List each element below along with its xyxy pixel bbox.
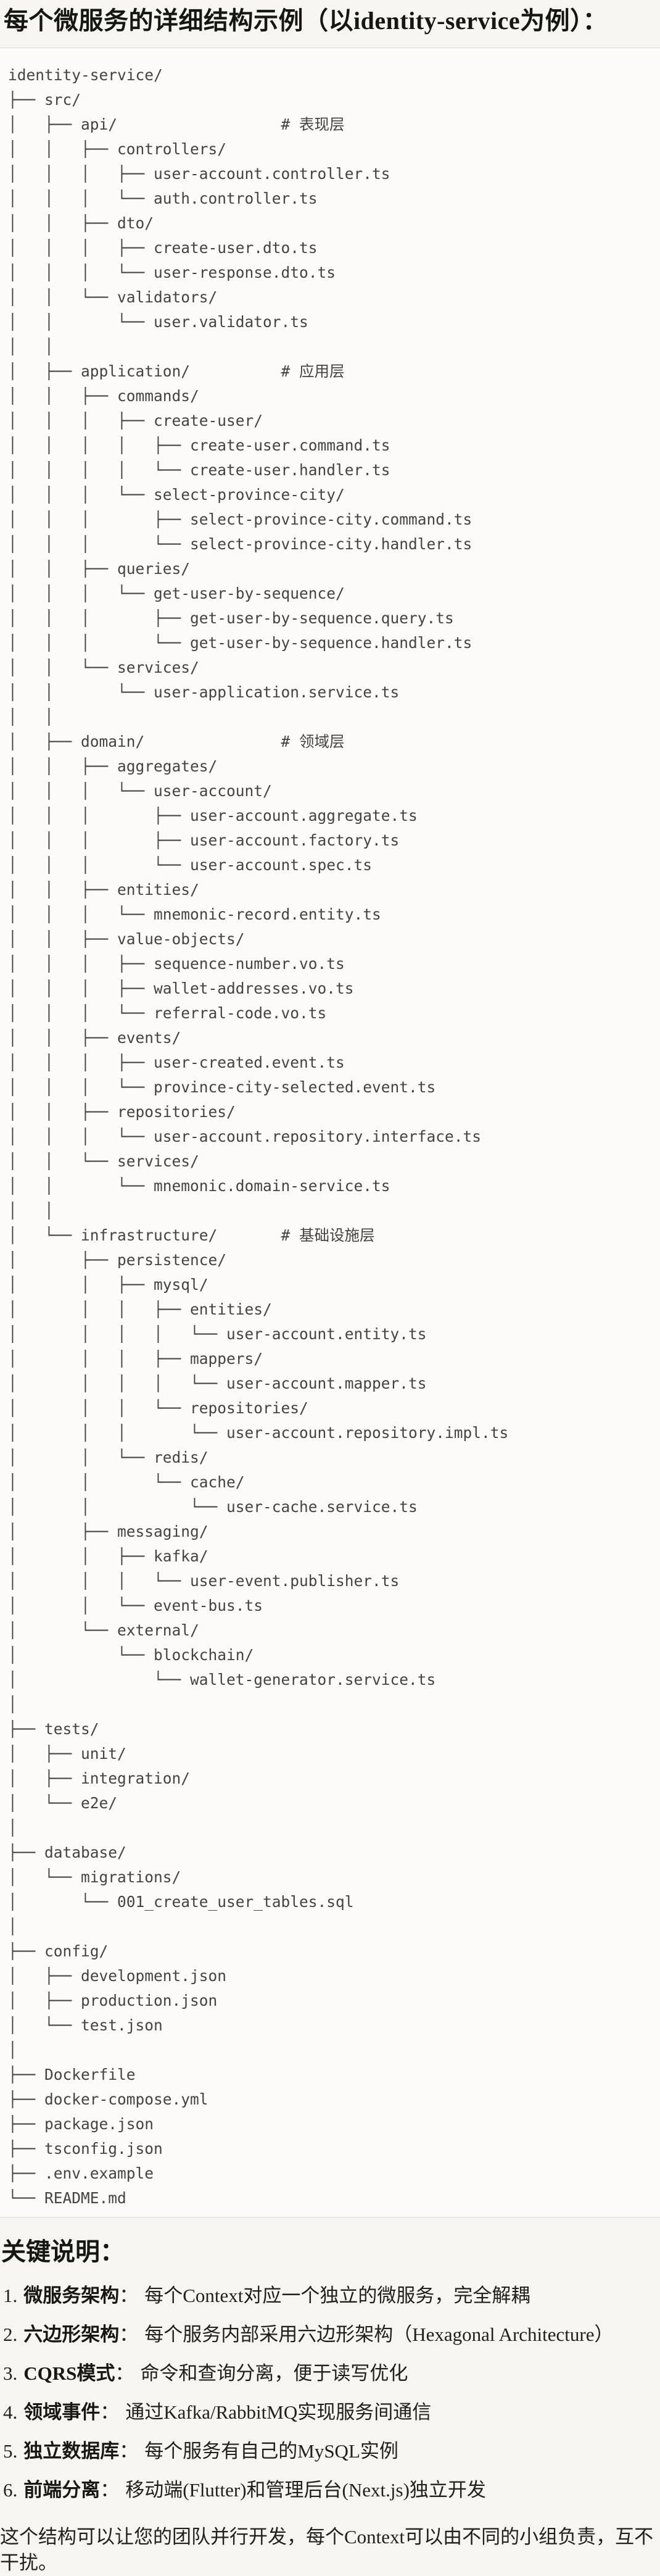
note-label: 前端分离 [23, 2479, 101, 2501]
note-number: 4. [3, 2401, 18, 2423]
note-item: 3.CQRS模式： 命令和查询分离，便于读写优化 [3, 2361, 660, 2387]
notes-heading: 关键说明： [1, 2238, 125, 2266]
note-label: 微服务架构 [23, 2285, 120, 2306]
note-item: 4.领域事件：通过Kafka/RabbitMQ实现服务间通信 [3, 2399, 660, 2425]
note-label: 独立数据库 [23, 2440, 120, 2462]
note-colon: ： [100, 2479, 120, 2501]
note-text: 命令和查询分离，便于读写优化 [140, 2362, 408, 2384]
note-number: 6. [3, 2479, 18, 2501]
note-text: 移动端(Flutter)和管理后台(Next.js)独立开发 [125, 2479, 486, 2501]
note-colon: ： [119, 2324, 139, 2345]
note-item: 2.六边形架构：每个服务内部采用六边形架构（Hexagonal Architec… [3, 2322, 660, 2348]
note-item: 5.独立数据库：每个服务有自己的MySQL实例 [3, 2438, 660, 2464]
note-number: 3. [3, 2362, 18, 2384]
note-number: 1. [3, 2285, 18, 2306]
note-text: 每个服务有自己的MySQL实例 [144, 2440, 398, 2462]
note-colon: ： [115, 2362, 134, 2384]
note-colon: ： [119, 2440, 139, 2462]
note-text: 每个服务内部采用六边形架构（Hexagonal Architecture） [144, 2324, 614, 2345]
closing-note: 这个结构可以让您的团队并行开发，每个Context可以由不同的小组负责，互不干扰… [0, 2526, 654, 2574]
page-title: 每个微服务的详细结构示例（以identity-service为例）： [4, 7, 608, 35]
note-text: 每个Context对应一个独立的微服务，完全解耦 [144, 2285, 530, 2306]
directory-tree: identity-service/ ├── src/ │ ├── api/ # … [8, 66, 509, 2207]
note-colon: ： [119, 2285, 139, 2306]
note-label: 六边形架构 [23, 2324, 120, 2345]
note-label: 领域事件 [23, 2401, 101, 2423]
note-item: 1.微服务架构：每个Context对应一个独立的微服务，完全解耦 [3, 2283, 660, 2309]
note-item: 6.前端分离：移动端(Flutter)和管理后台(Next.js)独立开发 [3, 2477, 660, 2503]
notes-list: 1.微服务架构：每个Context对应一个独立的微服务，完全解耦 2.六边形架构… [0, 2283, 660, 2503]
note-colon: ： [100, 2401, 120, 2423]
note-number: 5. [3, 2440, 18, 2462]
note-number: 2. [3, 2324, 18, 2345]
note-text: 通过Kafka/RabbitMQ实现服务间通信 [125, 2401, 432, 2423]
note-label: CQRS模式 [23, 2362, 115, 2384]
code-block: identity-service/ ├── src/ │ ├── api/ # … [0, 48, 660, 2217]
